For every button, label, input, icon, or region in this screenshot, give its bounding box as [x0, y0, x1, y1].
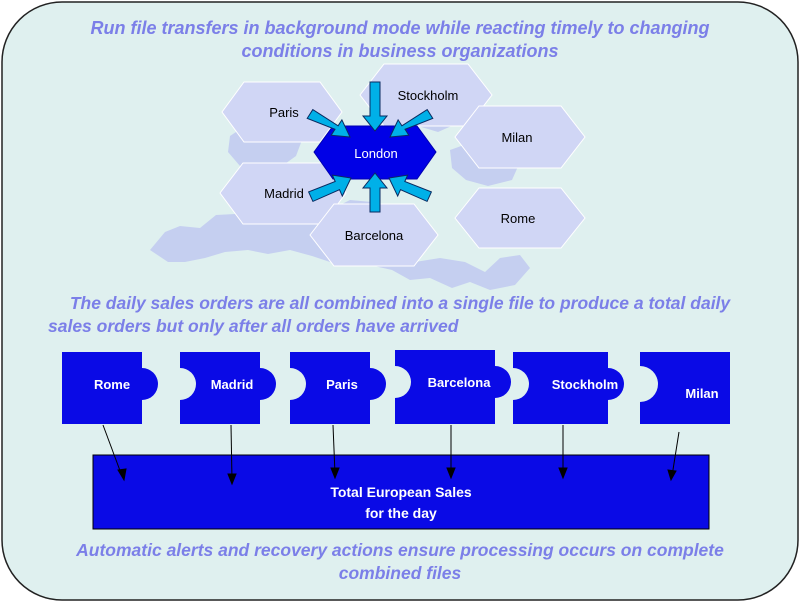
caption-middle: The daily sales orders are all combined … [0, 292, 800, 338]
city-label-madrid: Madrid [264, 186, 304, 201]
arrow-from-stockholm [361, 81, 389, 132]
city-label-london: London [354, 146, 397, 161]
puzzle-label-stockholm: Stockholm [552, 377, 618, 392]
puzzle-piece-rome [62, 352, 158, 424]
puzzle-piece-paris [290, 352, 386, 424]
arrow-from-milan [389, 108, 434, 138]
caption-top-line-2: conditions in business organizations [241, 41, 559, 61]
inbound-arrows [306, 81, 434, 213]
arrow-from-madrid [307, 174, 352, 203]
caption-top-line-1: Run file transfers in background mode wh… [90, 18, 710, 38]
city-label-stockholm: Stockholm [398, 88, 459, 103]
arrow-from-rome [388, 174, 433, 203]
total-box-line-2: for the day [365, 505, 437, 521]
city-label-milan: Milan [501, 130, 532, 145]
caption-bottom-line-1: Automatic alerts and recovery actions en… [76, 540, 724, 560]
puzzle-label-paris: Paris [326, 377, 358, 392]
puzzle-label-madrid: Madrid [211, 377, 254, 392]
caption-middle-line-1: The daily sales orders are all combined … [69, 293, 731, 313]
connector-arrows [102, 424, 680, 486]
total-box-line-1: Total European Sales [330, 484, 472, 500]
caption-middle-line-2: sales orders but only after all orders h… [48, 316, 459, 336]
arrow-from-barcelona [361, 172, 389, 213]
city-hexagons [219, 63, 586, 267]
hexagon-paris [221, 81, 343, 143]
puzzle-label-milan: Milan [685, 386, 718, 401]
puzzle-row [62, 350, 730, 424]
puzzle-piece-barcelona [395, 350, 511, 424]
puzzle-piece-milan [640, 352, 730, 424]
caption-top: Run file transfers in background mode wh… [0, 17, 800, 63]
puzzle-label-barcelona: Barcelona [428, 375, 492, 390]
caption-bottom: Automatic alerts and recovery actions en… [0, 539, 800, 585]
arrow-from-paris [306, 108, 351, 138]
hexagon-madrid [219, 162, 347, 225]
city-label-rome: Rome [501, 211, 536, 226]
hexagon-rome [454, 187, 586, 249]
puzzle-piece-stockholm [513, 352, 624, 424]
puzzle-piece-madrid [180, 352, 276, 424]
hexagon-milan [454, 105, 586, 169]
city-label-barcelona: Barcelona [345, 228, 404, 243]
hexagon-barcelona [309, 203, 439, 267]
city-label-paris: Paris [269, 105, 299, 120]
caption-bottom-line-2: combined files [338, 563, 462, 583]
puzzle-label-rome: Rome [94, 377, 130, 392]
total-sales-box [92, 454, 710, 530]
